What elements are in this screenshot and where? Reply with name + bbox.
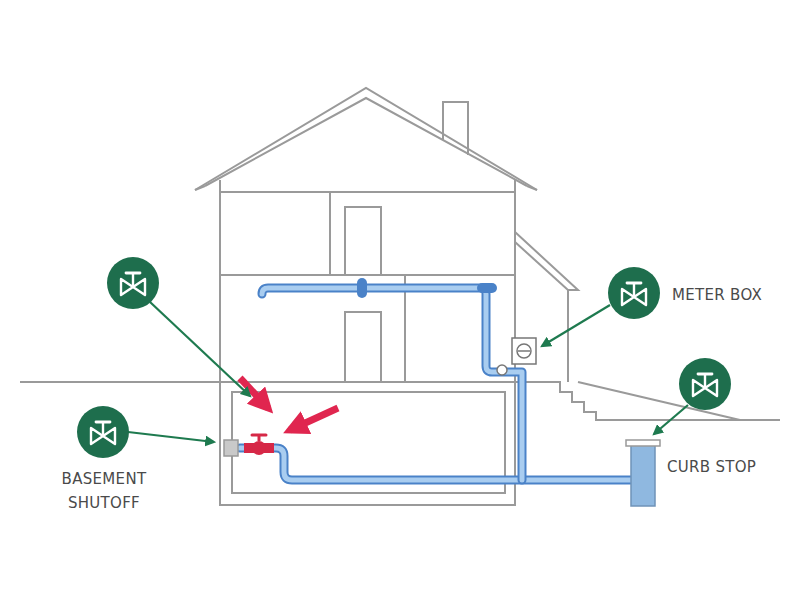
curb-stop-label: CURB STOP — [667, 455, 787, 479]
meter-box-label: METER BOX — [672, 283, 792, 307]
basement-shutoff-label: BASEMENT SHUTOFF — [40, 467, 168, 515]
